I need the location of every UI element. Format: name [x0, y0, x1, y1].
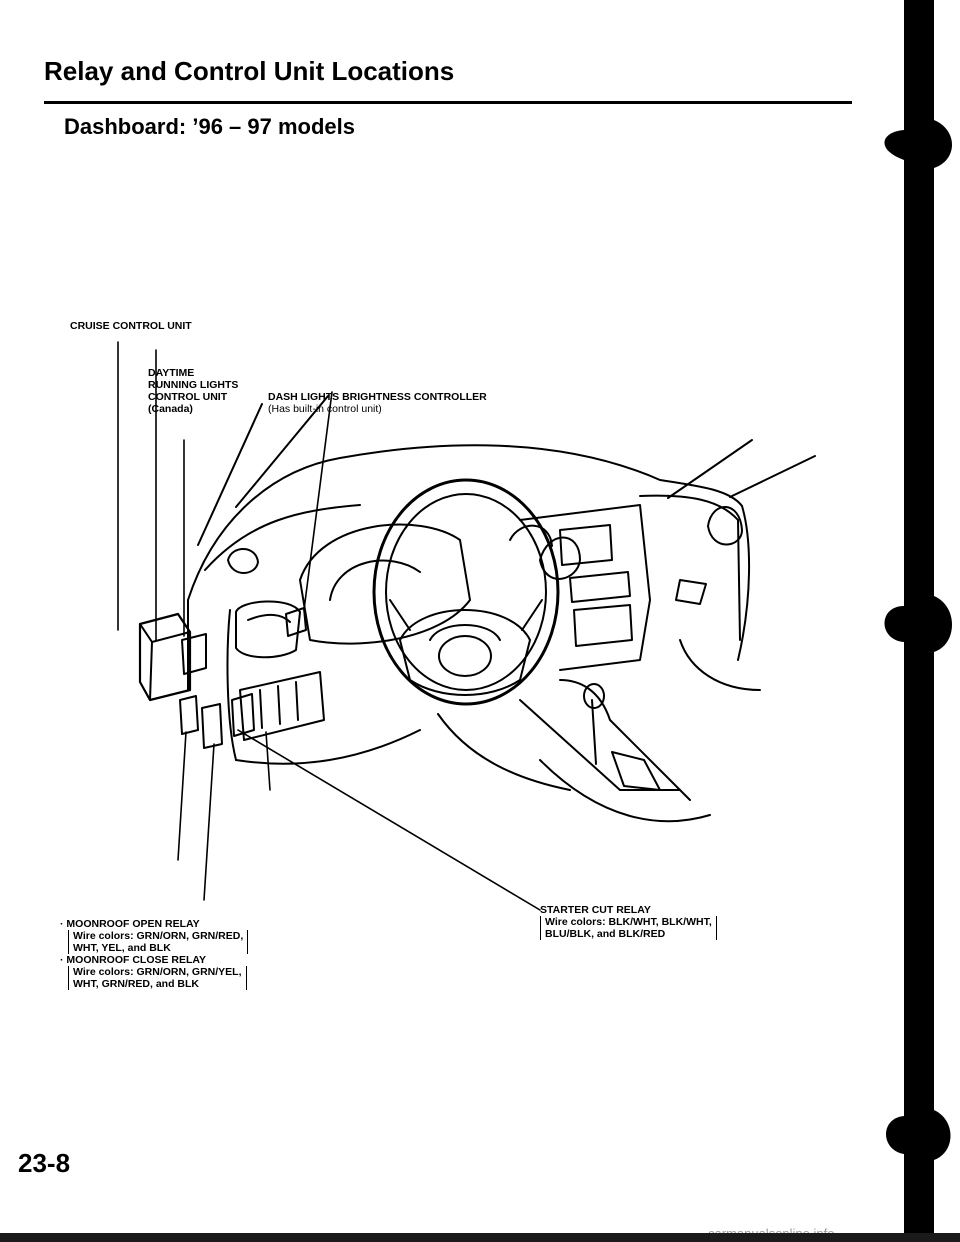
- moonroof-close-wire-line-1: Wire colors: GRN/ORN, GRN/YEL,: [73, 966, 242, 978]
- leader-lines: [117, 341, 541, 911]
- moonroof-open-wire-line-2: WHT, YEL, and BLK: [73, 942, 171, 954]
- title-rule: [44, 101, 852, 104]
- dash-controller-label: DASH LIGHTS BRIGHTNESS CONTROLLER (Has b…: [268, 391, 487, 415]
- relay-boxes: [138, 607, 307, 749]
- drl-line-4: (Canada): [148, 403, 193, 415]
- drl-line-1: DAYTIME: [148, 367, 195, 379]
- windshield-lines: [197, 395, 816, 546]
- moonroof-close-wire-colors: Wire colors: GRN/ORN, GRN/YEL, WHT, GRN/…: [68, 966, 247, 990]
- center-stack: [509, 504, 651, 671]
- dash-controller-note: (Has built-in control unit): [268, 403, 382, 415]
- left-vents: [227, 548, 301, 659]
- drl-line-3: CONTROL UNIT: [148, 391, 228, 403]
- starter-wire-colors: Wire colors: BLK/WHT, BLK/WHT, BLU/BLK, …: [540, 916, 717, 940]
- starter-wire-line-1: Wire colors: BLK/WHT, BLK/WHT,: [545, 916, 712, 928]
- starter-wire-line-2: BLU/BLK, and BLK/RED: [545, 928, 666, 940]
- page-number: 23-8: [18, 1148, 71, 1178]
- starter-cut-relay-title: STARTER CUT RELAY: [540, 904, 651, 916]
- console-shifter: [437, 679, 711, 823]
- moonroof-close-relay-title: · MOONROOF CLOSE RELAY: [60, 954, 207, 966]
- page-title: Relay and Control Unit Locations: [44, 56, 455, 86]
- starter-cut-relay-label: STARTER CUT RELAY Wire colors: BLK/WHT, …: [540, 904, 717, 940]
- drl-line-2: RUNNING LIGHTS: [148, 379, 239, 391]
- drl-control-unit-label: DAYTIME RUNNING LIGHTS CONTROL UNIT (Can…: [148, 367, 238, 415]
- moonroof-close-wire-line-2: WHT, GRN/RED, and BLK: [73, 978, 199, 990]
- dash-controller-title: DASH LIGHTS BRIGHTNESS CONTROLLER: [268, 391, 487, 403]
- moonroof-relays-label: · MOONROOF OPEN RELAY Wire colors: GRN/O…: [60, 918, 249, 990]
- binder-edge: [884, 0, 952, 1233]
- dash-body: [187, 444, 761, 765]
- moonroof-open-relay-title: · MOONROOF OPEN RELAY: [60, 918, 200, 930]
- switch-panel: [239, 671, 325, 741]
- cruise-control-unit-label: CRUISE CONTROL UNIT: [70, 320, 192, 332]
- bottom-bar: [0, 1233, 960, 1242]
- moonroof-open-wire-colors: Wire colors: GRN/ORN, GRN/RED, WHT, YEL,…: [68, 930, 249, 954]
- steering-wheel: [372, 478, 560, 706]
- moonroof-open-wire-line-1: Wire colors: GRN/ORN, GRN/RED,: [73, 930, 244, 942]
- section-title: Dashboard: ’96 – 97 models: [64, 114, 355, 139]
- instrument-cluster: [299, 523, 471, 645]
